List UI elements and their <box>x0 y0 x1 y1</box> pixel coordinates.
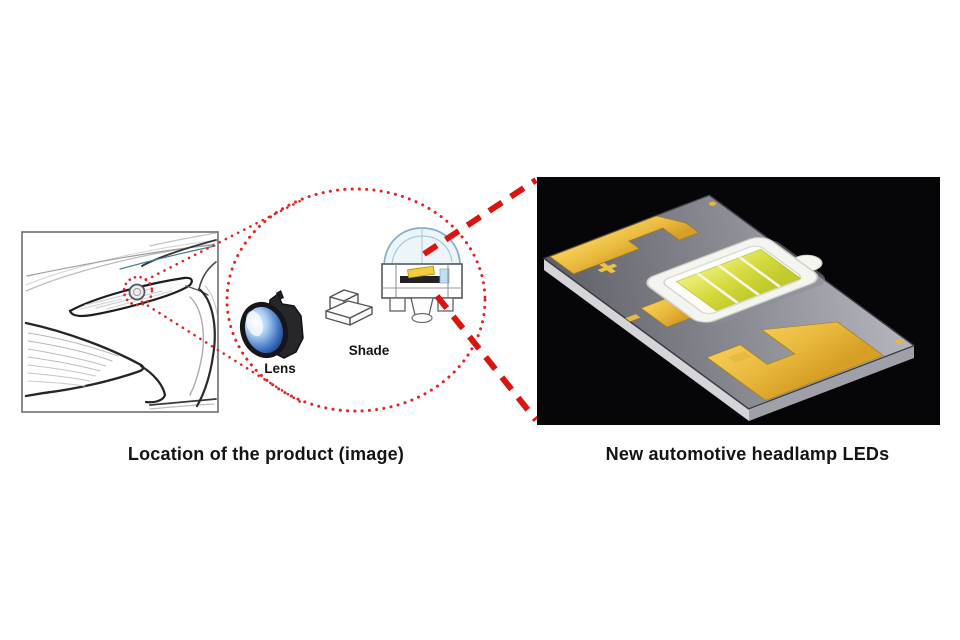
car-location-panel <box>21 231 219 413</box>
magnifier-dash-lines <box>422 177 539 422</box>
shade-label: Shade <box>349 343 390 358</box>
projector-lens <box>128 283 146 301</box>
magnifier-line-upper <box>422 177 538 257</box>
shade-component <box>325 289 373 326</box>
pad-upper-left <box>549 215 700 275</box>
led-photo-panel <box>537 177 940 425</box>
substrate-side-right <box>749 346 914 421</box>
callout-line-upper <box>144 197 306 282</box>
car-sketch <box>24 233 217 410</box>
location-marker-circle <box>122 275 154 307</box>
led-chip-substrate <box>542 194 916 410</box>
lens-component <box>239 290 304 359</box>
left-panel-caption: Location of the product (image) <box>127 444 405 464</box>
callout-connector-lines <box>140 197 306 405</box>
module-led-strip <box>407 265 435 279</box>
lamp-module-component <box>381 227 463 324</box>
callout-line-lower <box>140 300 304 405</box>
magnifier-line-lower <box>434 294 539 422</box>
substrate-side-left <box>544 258 749 421</box>
pad-bottom-right <box>706 321 884 401</box>
component-callout-circle <box>225 187 487 413</box>
led-package <box>646 237 826 325</box>
polarity-plus-mark <box>597 262 618 274</box>
lens-label: Lens <box>264 361 296 376</box>
right-panel-caption: New automotive headlamp LEDs <box>605 444 890 464</box>
